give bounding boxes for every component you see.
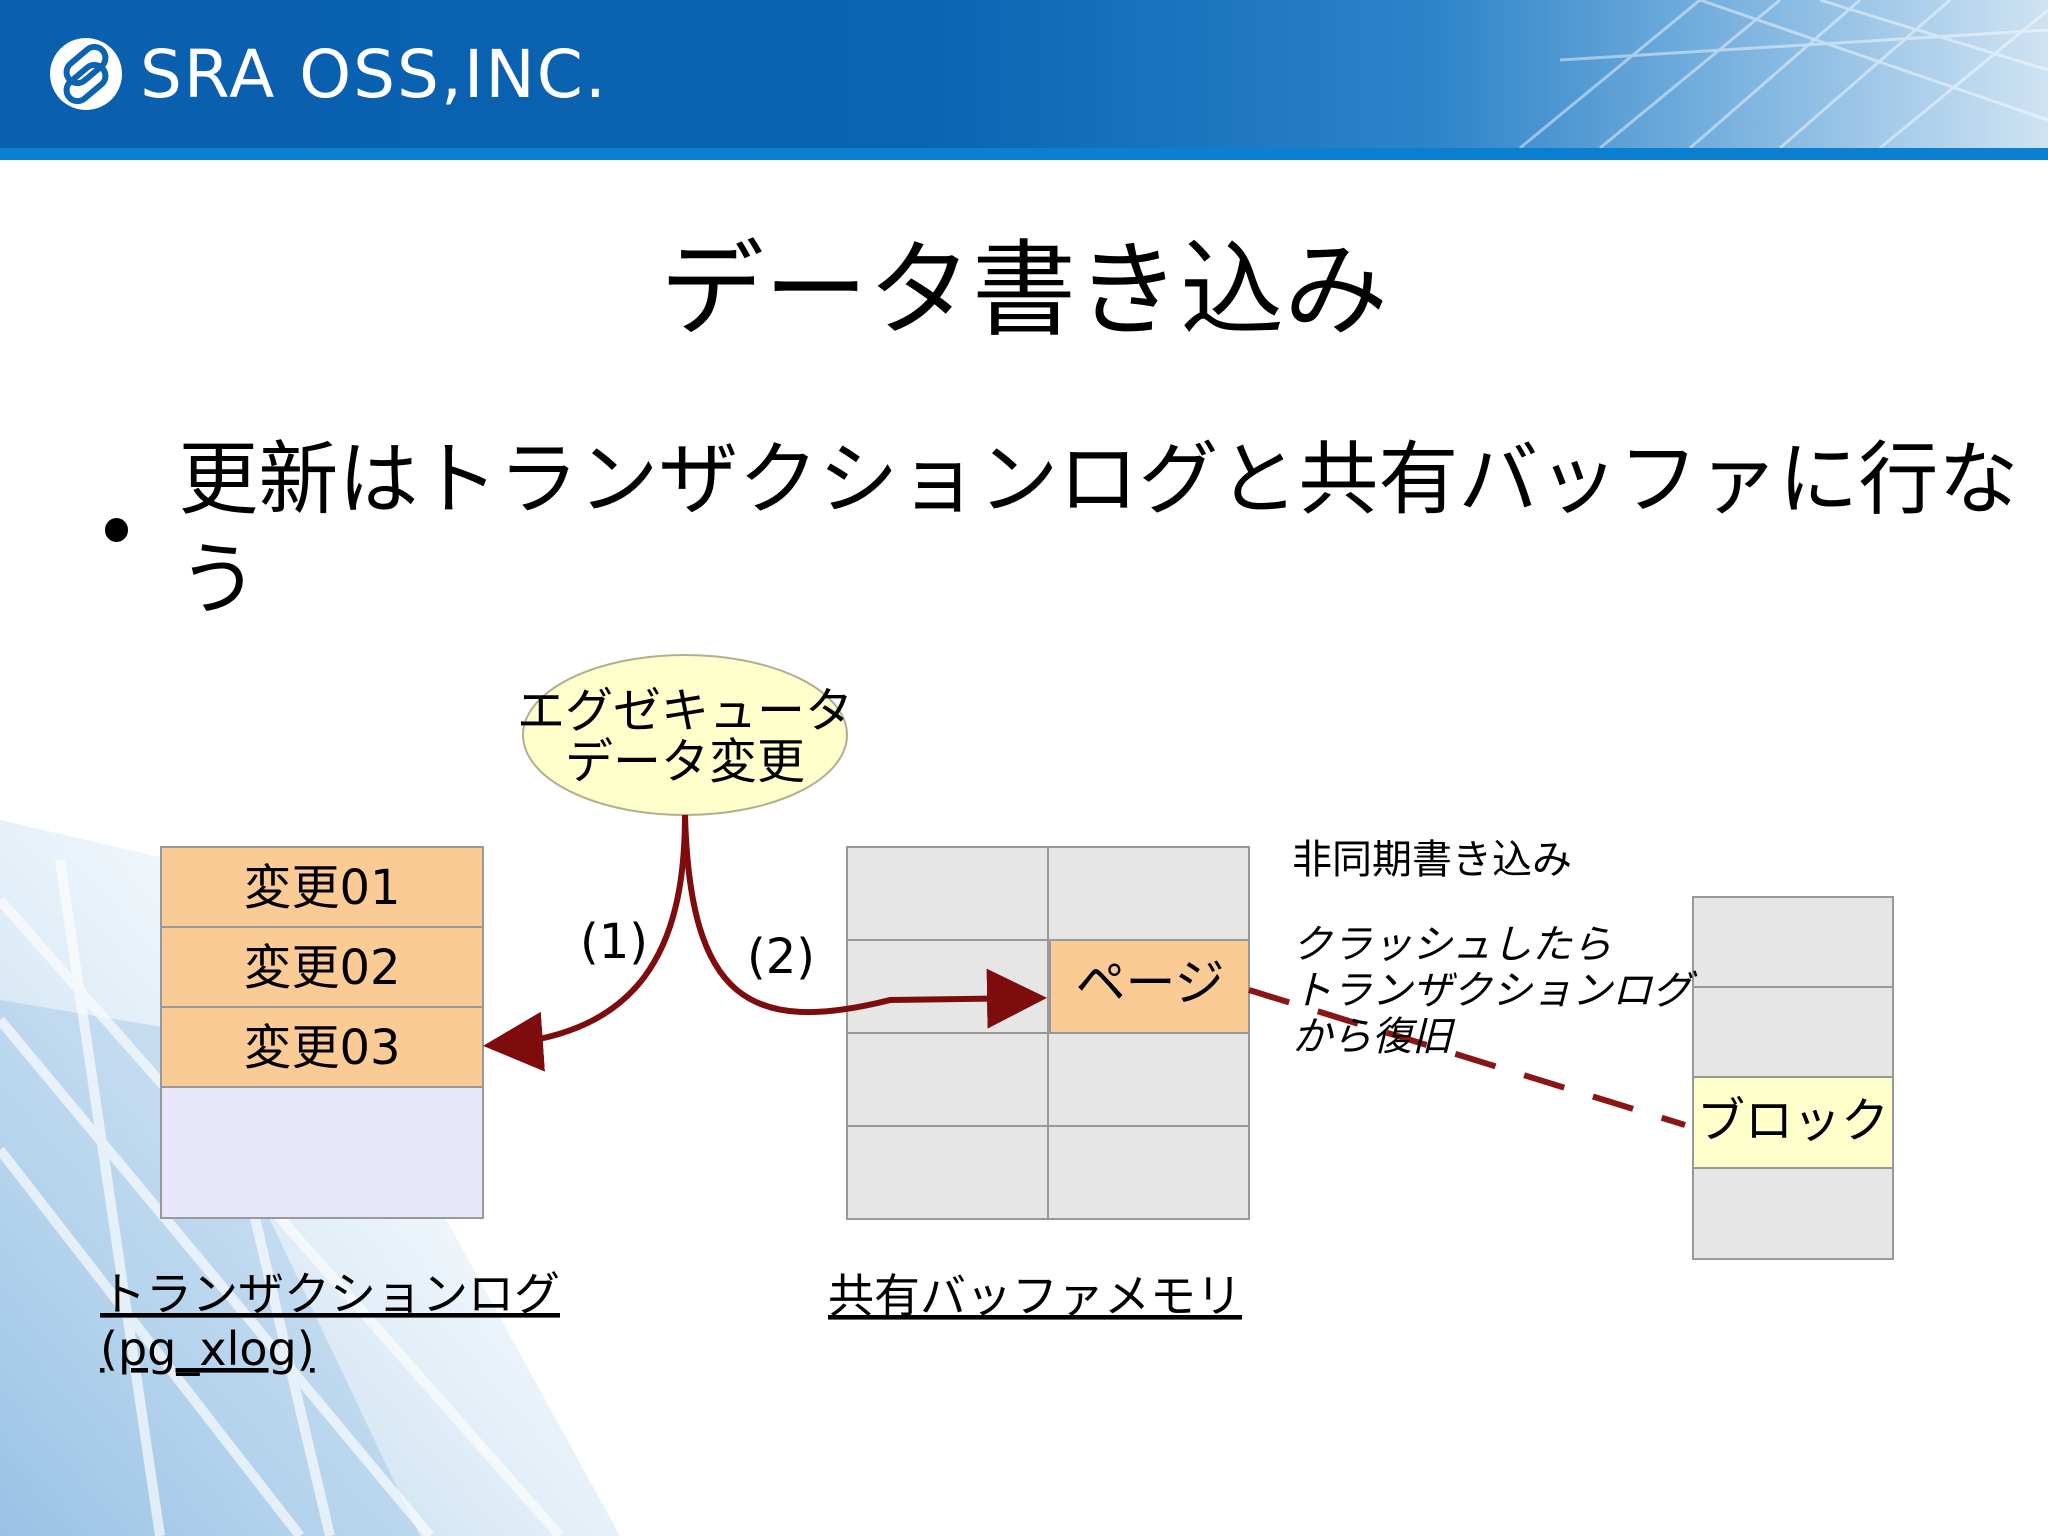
wal-entry-03-label: 変更03 [243, 1020, 400, 1076]
bullet-point: 更新はトランザクションログと共有バッファに行なう [105, 430, 2048, 630]
executor-label-line1: エグゼキュータ [517, 683, 853, 739]
async-write-label: 非同期書き込み [1292, 837, 1572, 883]
wal-caption: トランザクションログ [100, 1267, 560, 1321]
wal-entry-01 [160, 846, 484, 928]
recovery-note-line3: から復旧 [1292, 1014, 1456, 1060]
company-name: SRA OSS,INC. [140, 35, 608, 113]
executor-label-line2: データ変更 [565, 734, 805, 790]
disk-block-cell [1692, 1076, 1894, 1169]
wal-entry-02-label: 変更02 [243, 940, 400, 996]
arrow-to-transaction-log [483, 814, 688, 1072]
wal-entry-01-label: 変更01 [243, 860, 400, 916]
header-decoration [1519, 0, 2048, 148]
disk-block-stack: ブロック [1692, 896, 1894, 1260]
recovery-note-line1: クラッシュしたら [1292, 922, 1612, 968]
step-2-label: (2) [747, 929, 815, 985]
arrow-to-shared-buffer [682, 814, 1047, 1029]
recovery-note-line2: トランザクションログ [1292, 968, 1698, 1014]
disk-block-label: ブロック [1697, 1093, 1889, 1149]
bullet-text: 更新はトランザクションログと共有バッファに行なう [178, 433, 2019, 626]
slide-title: データ書き込み [659, 229, 1388, 351]
wal-empty-space [160, 1086, 484, 1219]
buffer-page-cell [1049, 939, 1250, 1034]
company-logo: SRA OSS,INC. [48, 34, 608, 114]
wal-entry-03 [160, 1006, 484, 1088]
transaction-log-stack: 変更01 変更02 変更03 [160, 846, 484, 1219]
slide-header: SRA OSS,INC. [0, 0, 2048, 148]
step-1-label: (1) [580, 914, 648, 970]
buffer-page-label: ページ [1076, 954, 1225, 1012]
executor-node: エグゼキュータ データ変更 [517, 654, 853, 816]
header-accent-strip [0, 148, 2048, 160]
shared-buffer-grid: ページ [846, 846, 1250, 1220]
wal-caption-dir: (pg_xlog) [100, 1322, 315, 1376]
buffer-caption: 共有バッファメモリ [828, 1269, 1242, 1323]
bullet-marker [105, 518, 129, 542]
sra-logo-icon [50, 38, 122, 110]
wal-entry-02 [160, 926, 484, 1008]
async-write-dashed-line [1248, 987, 1686, 1128]
